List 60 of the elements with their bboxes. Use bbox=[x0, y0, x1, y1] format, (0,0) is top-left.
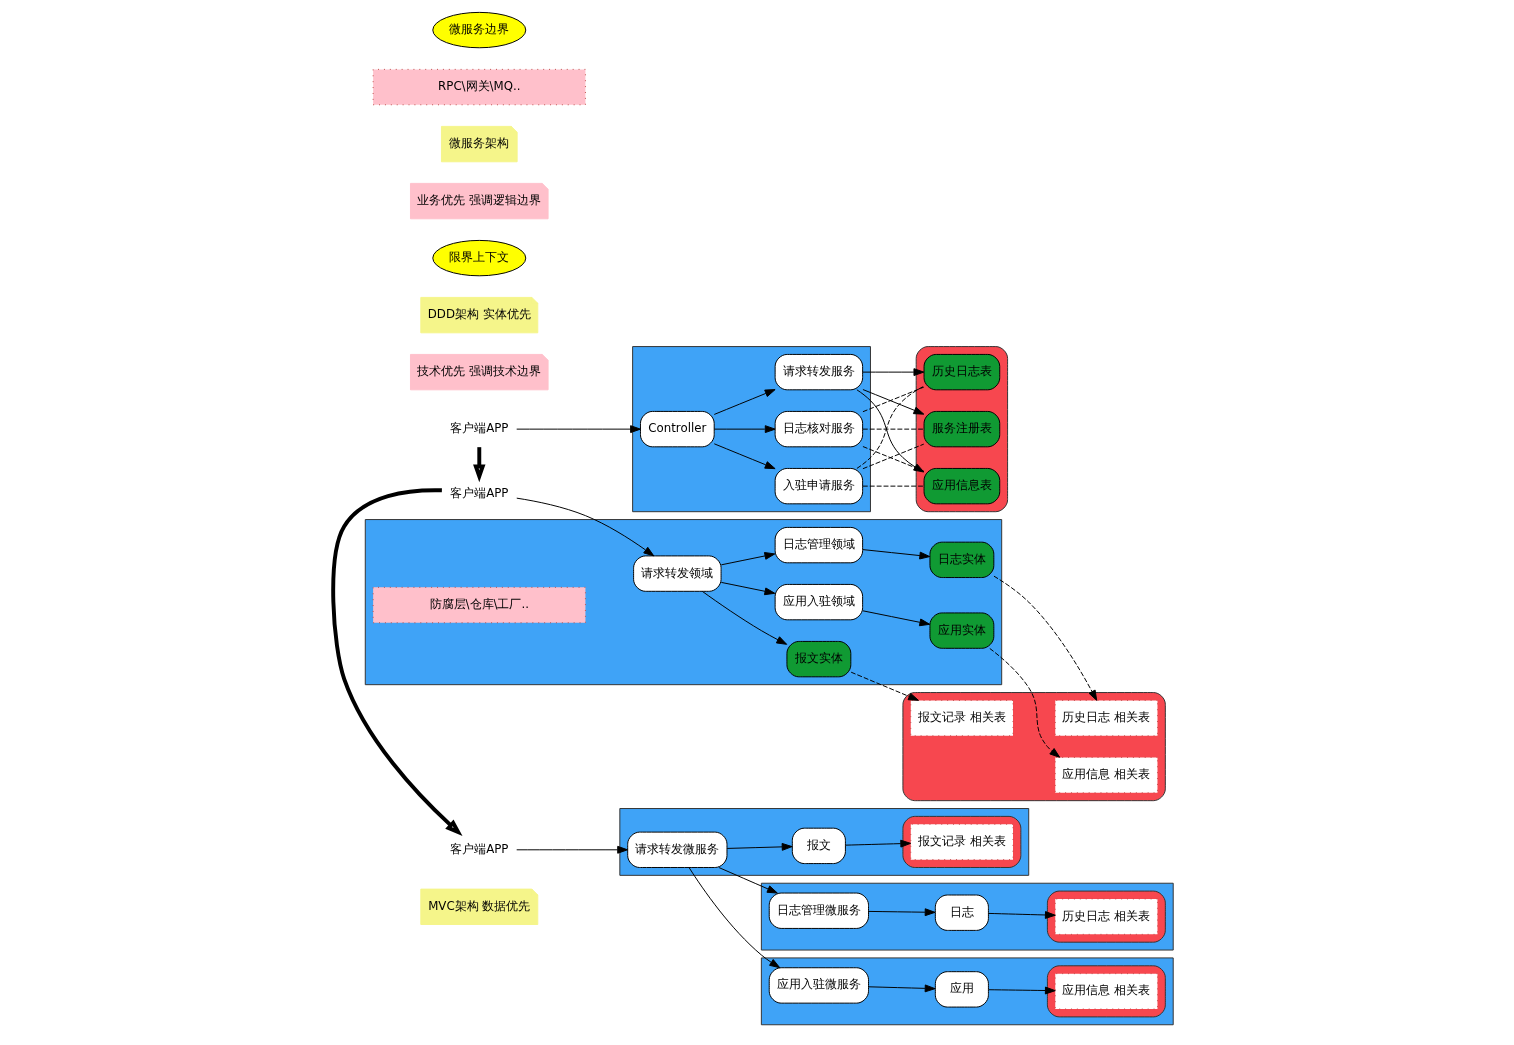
arrow bbox=[688, 867, 781, 969]
arrow bbox=[988, 986, 1056, 995]
node-box: 请求转发微服务 bbox=[627, 831, 728, 868]
node-box: Controller bbox=[640, 410, 715, 448]
arrow bbox=[516, 497, 655, 557]
arrow bbox=[718, 867, 778, 894]
arrow bbox=[473, 447, 486, 483]
arrow bbox=[993, 575, 1098, 701]
arrow bbox=[516, 845, 629, 854]
node-box: 请求转发领域 bbox=[633, 555, 722, 592]
node-box: 日志 bbox=[934, 894, 989, 931]
arrow bbox=[331, 488, 463, 836]
arrow bbox=[868, 908, 936, 917]
node-box: RPC\网关\MQ.. bbox=[372, 68, 586, 106]
arrow bbox=[713, 443, 776, 470]
arrow bbox=[989, 647, 1061, 758]
node-box: 应用入驻领域 bbox=[774, 583, 864, 621]
connector bbox=[862, 485, 925, 487]
node-box: 报文 bbox=[791, 827, 846, 865]
node-box: 历史日志 相关表 bbox=[1054, 699, 1158, 737]
arrow bbox=[850, 671, 919, 701]
node-box: 日志实体 bbox=[929, 541, 995, 579]
arrow bbox=[720, 581, 776, 596]
cluster bbox=[364, 519, 1003, 686]
node-box: 请求转发服务 bbox=[774, 353, 864, 391]
node-box: 历史日志表 bbox=[923, 353, 1001, 391]
node-box: 报文实体 bbox=[786, 640, 852, 678]
node-box: 应用信息 相关表 bbox=[1054, 973, 1158, 1010]
node-box: 应用信息表 bbox=[923, 467, 1001, 505]
node-box: 报文记录 相关表 bbox=[910, 823, 1014, 861]
node-box: 服务注册表 bbox=[923, 410, 1001, 448]
node-box: 日志核对服务 bbox=[774, 410, 864, 448]
connector bbox=[862, 428, 925, 430]
arrow bbox=[862, 368, 925, 377]
node-box: 报文记录 相关表 bbox=[910, 699, 1014, 737]
arrow bbox=[516, 425, 641, 434]
node-text: 客户端APP bbox=[450, 421, 509, 436]
arrow bbox=[862, 610, 931, 627]
arrow bbox=[726, 842, 793, 851]
arrow bbox=[713, 425, 776, 434]
node-box: 入驻申请服务 bbox=[774, 467, 864, 505]
arrow bbox=[868, 984, 936, 993]
node-ellipse: 限界上下文 bbox=[432, 239, 527, 277]
arrow bbox=[845, 839, 912, 848]
arrow bbox=[988, 911, 1056, 919]
node-box: 应用 bbox=[934, 971, 989, 1008]
node-text: 客户端APP bbox=[450, 486, 509, 501]
arrow bbox=[701, 590, 788, 645]
node-ellipse: 微服务边界 bbox=[432, 11, 527, 49]
node-box: 应用信息 相关表 bbox=[1054, 756, 1158, 794]
arrow bbox=[713, 389, 776, 415]
node-box: 应用入驻微服务 bbox=[768, 967, 869, 1004]
node-box: 历史日志 相关表 bbox=[1054, 898, 1158, 935]
node-box: 防腐层\仓库\工厂.. bbox=[372, 586, 586, 624]
node-box: 日志管理领域 bbox=[774, 526, 864, 564]
node-box: 日志管理微服务 bbox=[768, 892, 869, 929]
arrow bbox=[720, 552, 776, 566]
node-box: 应用实体 bbox=[929, 612, 995, 649]
arrow bbox=[862, 549, 931, 560]
node-text: 客户端APP bbox=[450, 841, 509, 856]
